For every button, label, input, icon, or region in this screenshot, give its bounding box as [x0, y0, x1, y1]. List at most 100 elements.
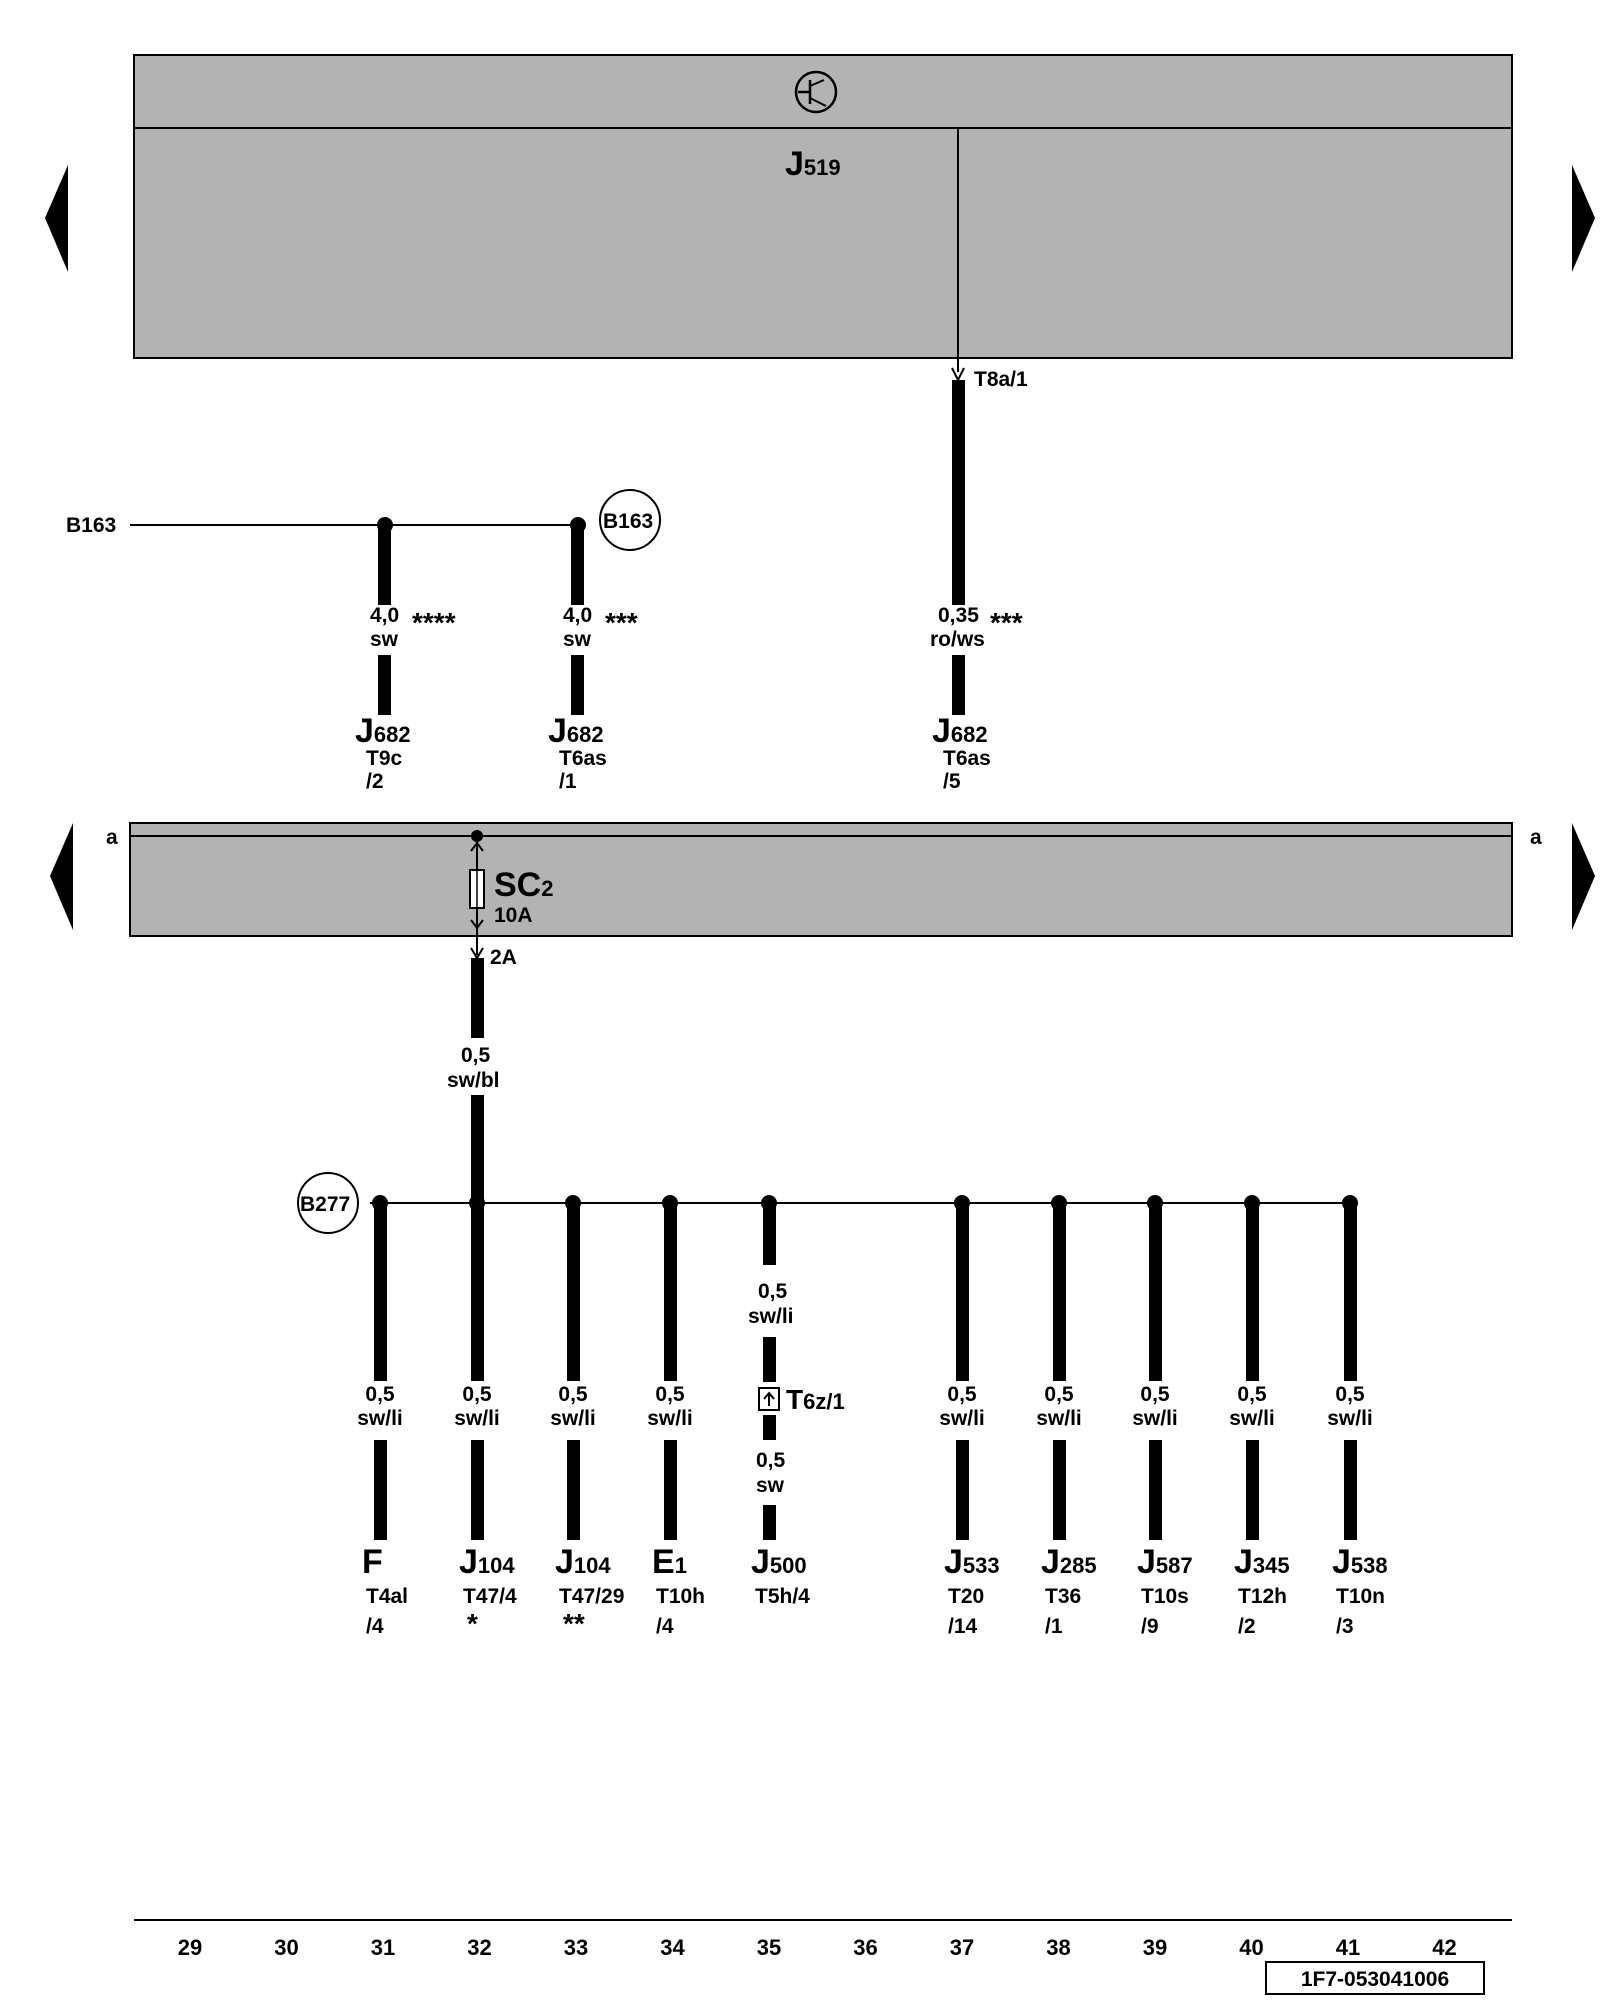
wire-note-stars: ****	[412, 607, 456, 638]
node-circle-b277	[297, 1172, 359, 1234]
page-right-arrow-icon[interactable]	[1572, 823, 1595, 930]
fuse-rating: 10A	[494, 904, 533, 927]
wire-color: sw/li	[939, 1407, 985, 1430]
bottom-wires: 0,5sw/liFT4al/40,5sw/liJ104T47/4*0,5sw/l…	[357, 1195, 1388, 1639]
component-label: J587	[1137, 1543, 1193, 1581]
fuse-pin-icon	[470, 919, 484, 930]
splice-label: T6z/1	[786, 1384, 845, 1415]
component-label: J104	[555, 1543, 611, 1581]
wire-size: 0,5	[655, 1383, 685, 1406]
connector-label: T4al	[366, 1585, 408, 1608]
pin-label: /2	[1238, 1615, 1256, 1638]
connector-label: T9c	[366, 747, 403, 770]
connector-label: T10n	[1336, 1585, 1385, 1608]
column-number: 35	[757, 1935, 781, 1960]
wire-segment	[1149, 1203, 1162, 1381]
fuse-holder-panel	[129, 822, 1513, 937]
wire-segment	[763, 1203, 776, 1265]
wire-size: 4,0	[563, 604, 592, 627]
component-label: F	[362, 1543, 383, 1581]
wire-size: 0,5	[1140, 1383, 1170, 1406]
pin-label: /4	[656, 1615, 674, 1638]
wire-segment	[763, 1505, 776, 1540]
connector-label: T20	[948, 1585, 984, 1608]
drawing-id-box	[1265, 1961, 1485, 1995]
splice-dot	[471, 830, 483, 842]
component-label: J682	[548, 712, 604, 750]
page-left-arrow-icon[interactable]	[50, 823, 73, 930]
pin-label: /4	[366, 1615, 384, 1638]
connector-label: T47/29	[559, 1585, 624, 1608]
connector-label: T6as	[943, 747, 991, 770]
wire-segment	[1344, 1440, 1357, 1540]
fuse-pin-label: 2A	[490, 946, 517, 969]
column-number: 31	[371, 1935, 395, 1960]
component-label: J682	[932, 712, 988, 750]
column-number: 36	[853, 1935, 877, 1960]
page-right-arrow-icon[interactable]	[1572, 165, 1595, 272]
pin-label: /5	[943, 770, 961, 793]
node-label-b277: B277	[300, 1193, 350, 1216]
wire-segment	[1149, 1440, 1162, 1540]
connector-label: T10s	[1141, 1585, 1189, 1608]
column-number: 37	[950, 1935, 974, 1960]
page-left-arrow-icon[interactable]	[45, 165, 68, 272]
wire-color: sw/li	[1036, 1407, 1082, 1430]
wire-color: sw/li	[1132, 1407, 1178, 1430]
wire-size: 0,5	[947, 1383, 977, 1406]
splice-top-color: sw/li	[748, 1305, 794, 1328]
wire-size: 4,0	[370, 604, 399, 627]
component-label: J538	[1332, 1543, 1388, 1581]
wire-segment	[763, 1337, 776, 1382]
connector-label: T8a/1	[974, 368, 1028, 391]
right-tag: a	[1530, 826, 1542, 849]
wire-size: 0,5	[1237, 1383, 1267, 1406]
wire-segment	[952, 655, 965, 715]
wire-segment	[1344, 1203, 1357, 1381]
pin-label: /2	[366, 770, 384, 793]
top-wire-1: 4,0 sw **** J682 T9c /2	[355, 517, 456, 793]
feed-wire-size: 0,5	[461, 1044, 491, 1067]
column-number: 42	[1432, 1935, 1456, 1960]
component-label: E1	[652, 1543, 687, 1581]
column-number: 41	[1336, 1935, 1360, 1960]
left-tag: a	[106, 826, 118, 849]
wire-size: 0,5	[558, 1383, 588, 1406]
fuse-pin-icon	[470, 841, 484, 852]
column-number: 40	[1239, 1935, 1263, 1960]
wire-segment	[571, 655, 584, 715]
wire-color: sw/li	[454, 1407, 500, 1430]
column-number: 33	[564, 1935, 588, 1960]
wire-segment	[1246, 1440, 1259, 1540]
wire-segment	[1053, 1203, 1066, 1381]
wire-color: sw/li	[550, 1407, 596, 1430]
splice-bottom-size: 0,5	[756, 1449, 786, 1472]
column-number: 29	[178, 1935, 202, 1960]
wire-segment	[1053, 1440, 1066, 1540]
wire-segment	[763, 1415, 776, 1440]
wire-segment	[378, 525, 391, 605]
wire-segment	[374, 1203, 387, 1381]
node-label-b163: B163	[603, 510, 653, 533]
wire-segment	[956, 1440, 969, 1540]
pin-label: /1	[559, 770, 577, 793]
fuse-label: SC2	[494, 866, 553, 904]
transistor-symbol-icon	[794, 70, 838, 114]
feed-wire-segment	[471, 1095, 484, 1203]
wire-color: ro/ws	[930, 628, 985, 651]
column-number: 32	[467, 1935, 491, 1960]
component-label: J682	[355, 712, 411, 750]
pin-label: /1	[1045, 1615, 1063, 1638]
wire-segment	[952, 380, 965, 605]
wire-color: sw/li	[1327, 1407, 1373, 1430]
connector-label: T47/4	[463, 1585, 517, 1608]
component-label: J285	[1041, 1543, 1097, 1581]
splice-top-size: 0,5	[758, 1280, 788, 1303]
component-label: J345	[1234, 1543, 1290, 1581]
